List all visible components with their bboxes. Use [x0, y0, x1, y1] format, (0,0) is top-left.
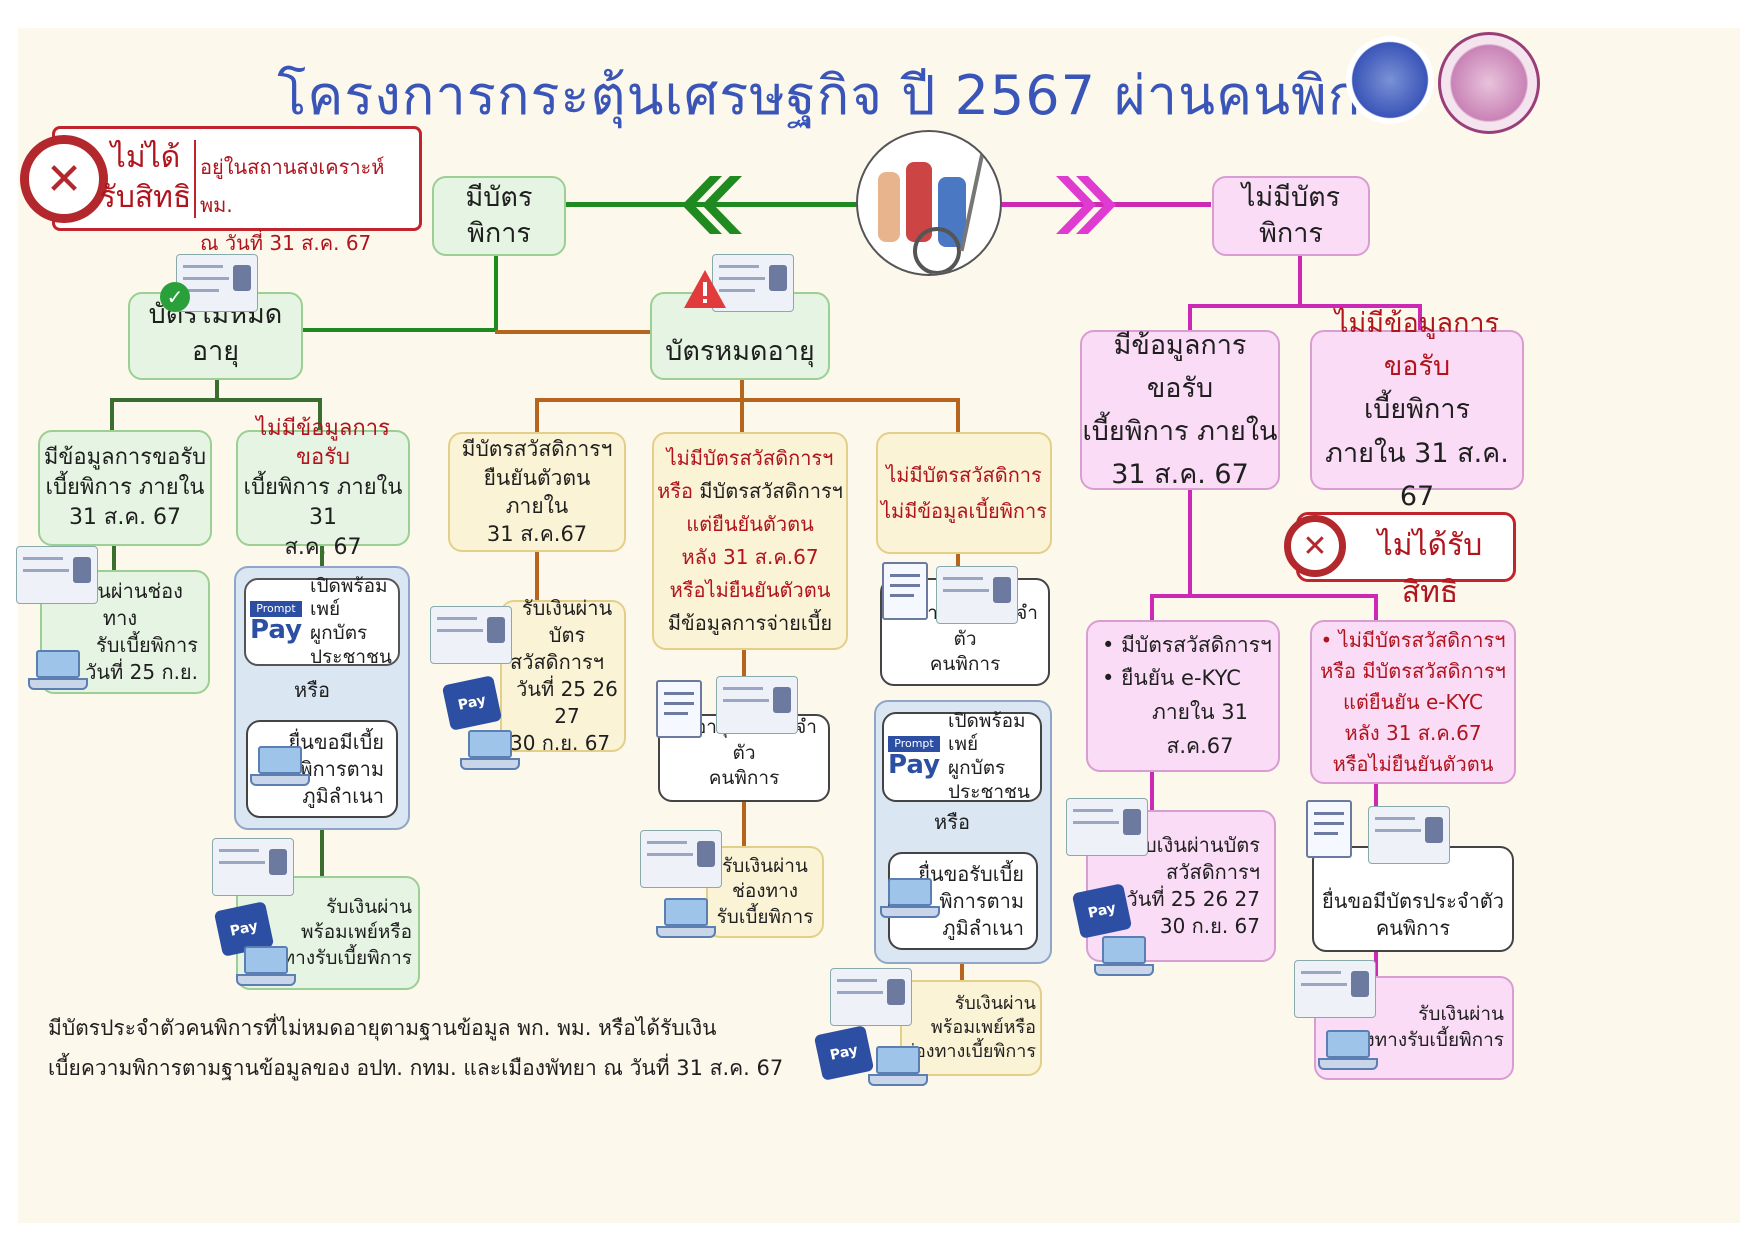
not-eligible-label: ไม่ได้รับสิทธิ: [99, 140, 192, 215]
id-card-icon: [1368, 806, 1450, 864]
connector-line: [960, 964, 964, 982]
or-label: หรือ: [294, 678, 330, 702]
laptop-icon: [656, 898, 716, 942]
connector-line: [535, 398, 960, 402]
laptop-icon: [250, 746, 310, 790]
connector-line: [110, 398, 322, 402]
connector-line: [1374, 952, 1378, 978]
x-circle-icon: ✕: [20, 135, 108, 223]
connector-line: [1150, 594, 1378, 598]
connector-line: [956, 398, 960, 432]
connector-line: [320, 830, 324, 876]
connector-line: [303, 328, 498, 332]
not-eligible-banner: [52, 126, 422, 231]
connector-line: [494, 256, 498, 332]
ex-receive-channel-box: รับเงินผ่านช่องทางรับเบี้ยพิการ: [706, 846, 824, 938]
connector-line: [742, 802, 746, 846]
people-illustration: [856, 130, 1002, 276]
connector-line: [112, 546, 116, 572]
connector-line: [1150, 772, 1154, 812]
laptop-icon: [880, 878, 940, 922]
ministry-seal: [1346, 36, 1434, 124]
laptop-icon: [460, 730, 520, 774]
no-card-box: ไม่มีบัตรพิการ: [1212, 176, 1370, 256]
chevron-right-icon: [1056, 176, 1116, 234]
footnote: มีบัตรประจำตัวคนพิการที่ไม่หมดอายุตามฐาน…: [48, 1016, 784, 1080]
id-card-icon: [1066, 798, 1148, 856]
check-icon: ✓: [160, 282, 190, 312]
id-card-icon: [430, 606, 512, 664]
ex-no-welfare-no-data-box: ไม่มีบัตรสวัสดิการไม่มีข้อมูลเบี้ยพิการ: [876, 432, 1052, 554]
connector-line: [740, 380, 744, 400]
page-title: โครงการกระตุ้นเศรษฐกิจ ปี 2567 ผ่านคนพิก…: [277, 64, 1423, 127]
id-card-icon: [1294, 960, 1376, 1018]
nc-apply-card-box: ยื่นขอมีบัตรประจำตัวคนพิการ: [1312, 846, 1514, 952]
id-card-icon: [176, 254, 258, 312]
connector-line: [215, 380, 219, 400]
ex-receive-pp-box: รับเงินผ่านพร้อมเพย์หรือช่องทางเบี้ยพิกา…: [900, 980, 1042, 1076]
warning-icon: [684, 270, 726, 308]
nc-no-welfare-box: • ไม่มีบัตรสวัสดิการฯ หรือ มีบัตรสวัสดิก…: [1310, 620, 1516, 784]
connector-line: [535, 552, 539, 602]
document-icon: [656, 680, 702, 738]
id-card-icon: [712, 254, 794, 312]
connector-line: [1188, 304, 1422, 308]
or-label: หรือ: [934, 810, 970, 834]
id-card-icon: [640, 830, 722, 888]
connector-line: [110, 398, 114, 430]
chevron-left-icon: [682, 176, 742, 234]
x-circle-icon: ✕: [1284, 515, 1346, 577]
ex-receive-welfare-box: รับเงินผ่านบัตรสวัสดิการฯวันที่ 25 26 27…: [500, 596, 626, 755]
laptop-icon: [1094, 936, 1154, 980]
id-card-icon: [830, 968, 912, 1026]
not-eligible-condition: อยู่ในสถานสงเคราะห์ พม.ณ วันที่ 31 ส.ค. …: [200, 155, 385, 255]
laptop-icon: [868, 1046, 928, 1090]
connector-line: [1150, 594, 1154, 620]
laptop-icon: [1318, 1030, 1378, 1074]
connector-line: [1418, 304, 1422, 330]
id-card-icon: [16, 546, 98, 604]
connector-line: [1374, 594, 1378, 620]
id-card-icon: [936, 566, 1018, 624]
connector-line: [1188, 490, 1192, 596]
has-card-box: มีบัตรพิการ: [432, 176, 566, 256]
connector-line: [318, 398, 322, 430]
ex-no-welfare-box: ไม่มีบัตรสวัสดิการฯ หรือ มีบัตรสวัสดิการ…: [652, 432, 848, 650]
connector-line: [320, 546, 324, 568]
id-card-icon: [716, 676, 798, 734]
connector-line: [740, 398, 744, 432]
document-icon: [882, 562, 928, 620]
connector-line: [996, 202, 1211, 207]
connector-line: [535, 398, 539, 432]
bangkok-seal: [1438, 32, 1540, 134]
connector-line: [495, 330, 650, 334]
connector-line: [1188, 304, 1192, 330]
ex-apply-box: ยื่นขอรับเบี้ยพิการตามภูมิลำเนา: [888, 852, 1038, 950]
nc-no-data-box: ไม่มีข้อมูลการขอรับเบี้ยพิการภายใน 31 ส.…: [1310, 308, 1524, 512]
nc-not-eligible-label: ไม่ได้รับสิทธิ: [1377, 528, 1483, 610]
laptop-icon: [28, 650, 88, 694]
laptop-icon: [236, 946, 296, 990]
connector-line: [1298, 256, 1302, 306]
document-icon: [1306, 800, 1352, 858]
id-card-icon: [212, 838, 294, 896]
not-eligible-divider: [194, 140, 196, 218]
